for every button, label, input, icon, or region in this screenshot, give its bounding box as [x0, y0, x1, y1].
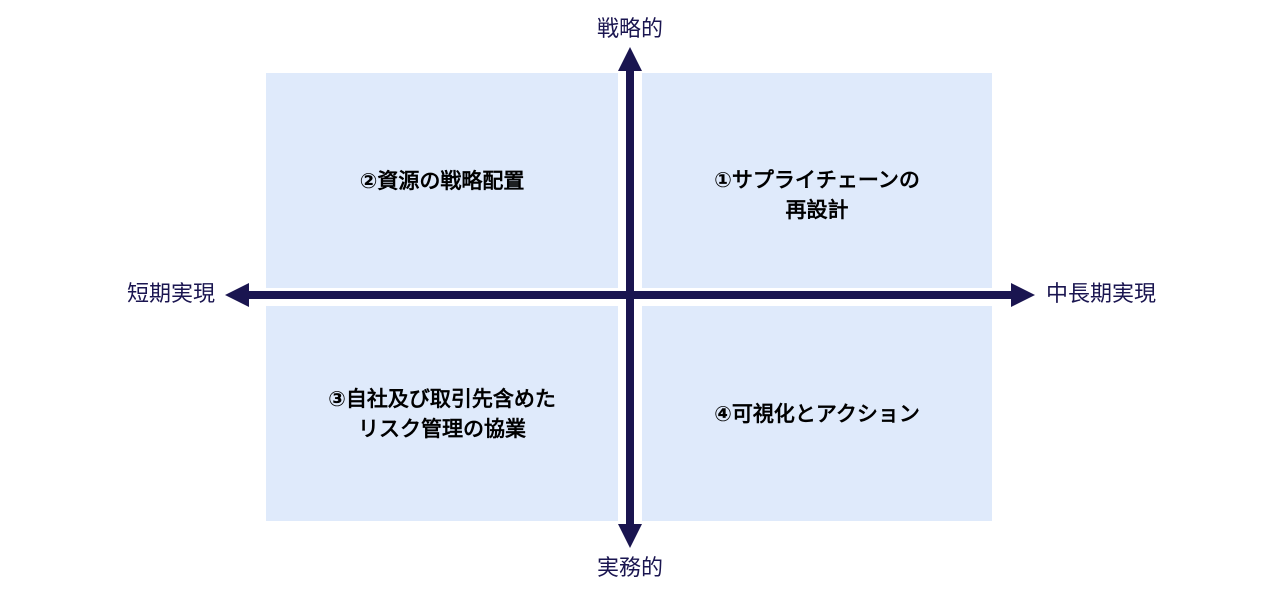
- quadrant-bottom-left: ③自社及び取引先含めた リスク管理の協業: [266, 306, 618, 521]
- quadrant-top-right: ①サプライチェーンの 再設計: [642, 73, 992, 288]
- quadrant-label-line: ③自社及び取引先含めた: [328, 386, 556, 411]
- axis-label-bottom: 実務的: [596, 556, 663, 581]
- vertical-axis-line: [626, 66, 634, 528]
- arrow-left-icon: [225, 283, 249, 307]
- quadrant-label-line: ④可視化とアクション: [714, 401, 920, 426]
- quadrant-top-left: ②資源の戦略配置: [266, 73, 618, 288]
- axis-label-top: 戦略的: [596, 17, 663, 42]
- quadrant-label: ③自社及び取引先含めた リスク管理の協業: [328, 384, 556, 444]
- quadrant-label: ①サプライチェーンの 再設計: [714, 165, 920, 225]
- quadrant-bottom-right: ④可視化とアクション: [642, 306, 992, 521]
- quadrant-label-line: リスク管理の協業: [358, 416, 526, 441]
- quadrant-label-line: 再設計: [785, 197, 849, 222]
- quadrant-label-line: ①サプライチェーンの: [714, 167, 920, 192]
- arrow-up-icon: [618, 47, 642, 71]
- quadrant-label: ②資源の戦略配置: [360, 166, 525, 196]
- axis-label-right: 中長期実現: [1046, 282, 1157, 307]
- quadrant-label-line: ②資源の戦略配置: [359, 168, 525, 193]
- axis-label-left: 短期実現: [126, 282, 215, 307]
- arrow-right-icon: [1011, 283, 1035, 307]
- quadrant-label: ④可視化とアクション: [714, 399, 920, 429]
- arrow-down-icon: [618, 524, 642, 548]
